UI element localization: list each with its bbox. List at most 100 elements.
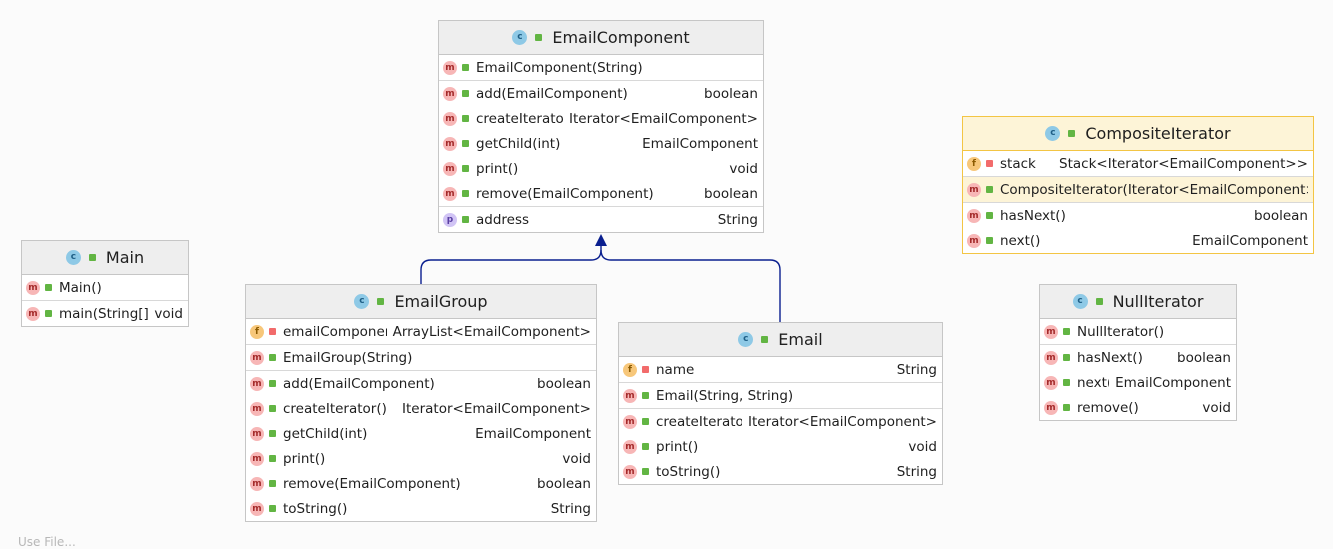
method-row[interactable]: mcreateIterator()Iterator<EmailComponent… xyxy=(619,409,942,434)
method-icon: m xyxy=(250,401,264,416)
method-row[interactable]: mcreateIterator()Iterator<EmailComponent… xyxy=(439,106,763,131)
class-header: c Main xyxy=(22,241,188,275)
method-icon: m xyxy=(967,208,981,223)
field-row[interactable]: femailComponentsArrayList<EmailComponent… xyxy=(246,319,596,344)
method-icon: m xyxy=(1044,375,1058,390)
class-name: Email xyxy=(778,330,823,349)
field-icon: f xyxy=(623,362,637,377)
method-icon: m xyxy=(443,111,457,126)
public-visibility-icon xyxy=(462,190,469,197)
class-email-group[interactable]: c EmailGroup femailComponentsArrayList<E… xyxy=(245,284,597,522)
public-visibility-icon xyxy=(1063,328,1070,335)
class-header: c EmailComponent xyxy=(439,21,763,55)
method-icon: m xyxy=(250,501,264,516)
method-icon: m xyxy=(1044,400,1058,415)
property-icon: p xyxy=(443,212,457,227)
public-visibility-icon xyxy=(269,405,276,412)
method-icon: m xyxy=(1044,350,1058,365)
public-visibility-icon xyxy=(642,443,649,450)
method-icon: m xyxy=(967,182,981,197)
public-visibility-icon xyxy=(269,480,276,487)
class-name: CompositeIterator xyxy=(1085,124,1231,143)
public-visibility-icon xyxy=(986,186,993,193)
method-icon: m xyxy=(623,388,637,403)
class-icon: c xyxy=(738,332,754,347)
email-inheritance-line xyxy=(600,249,781,323)
method-icon: m xyxy=(250,476,264,491)
public-visibility-icon xyxy=(269,505,276,512)
method-icon: m xyxy=(443,86,457,101)
class-header: c NullIterator xyxy=(1040,285,1236,319)
public-visibility-icon xyxy=(535,34,543,41)
method-icon: m xyxy=(26,280,40,295)
class-icon: c xyxy=(65,250,81,265)
public-visibility-icon xyxy=(642,392,649,399)
private-lock-icon xyxy=(986,160,993,167)
public-visibility-icon xyxy=(462,90,469,97)
public-visibility-icon xyxy=(761,336,769,343)
public-visibility-icon xyxy=(269,380,276,387)
class-email-component[interactable]: c EmailComponent m EmailComponent(String… xyxy=(438,20,764,233)
method-icon: m xyxy=(623,439,637,454)
public-visibility-icon xyxy=(642,418,649,425)
public-visibility-icon xyxy=(377,298,385,305)
public-visibility-icon xyxy=(986,212,993,219)
method-icon: m xyxy=(443,136,457,151)
method-icon: m xyxy=(443,161,457,176)
method-icon: m xyxy=(250,426,264,441)
class-name: EmailComponent xyxy=(552,28,690,47)
public-visibility-icon xyxy=(462,216,469,223)
public-visibility-icon xyxy=(462,64,469,71)
public-visibility-icon xyxy=(269,455,276,462)
class-header: c Email xyxy=(619,323,942,357)
email-group-inheritance-line xyxy=(420,244,602,285)
method-icon: m xyxy=(967,233,981,248)
class-icon: c xyxy=(1045,126,1061,141)
constructor-row[interactable]: m EmailComponent(String) xyxy=(439,55,763,80)
method-icon: m xyxy=(250,451,264,466)
class-header: c CompositeIterator xyxy=(963,117,1313,151)
field-icon: f xyxy=(250,324,264,339)
method-icon: m xyxy=(443,186,457,201)
public-visibility-icon xyxy=(269,354,276,361)
method-icon: m xyxy=(443,60,457,75)
method-icon: m xyxy=(250,376,264,391)
method-icon: m xyxy=(623,464,637,479)
class-name: Main xyxy=(105,248,145,267)
public-visibility-icon xyxy=(269,430,276,437)
public-visibility-icon xyxy=(986,237,993,244)
class-name: NullIterator xyxy=(1112,292,1204,311)
field-icon: f xyxy=(967,156,981,171)
class-icon: c xyxy=(354,294,370,309)
